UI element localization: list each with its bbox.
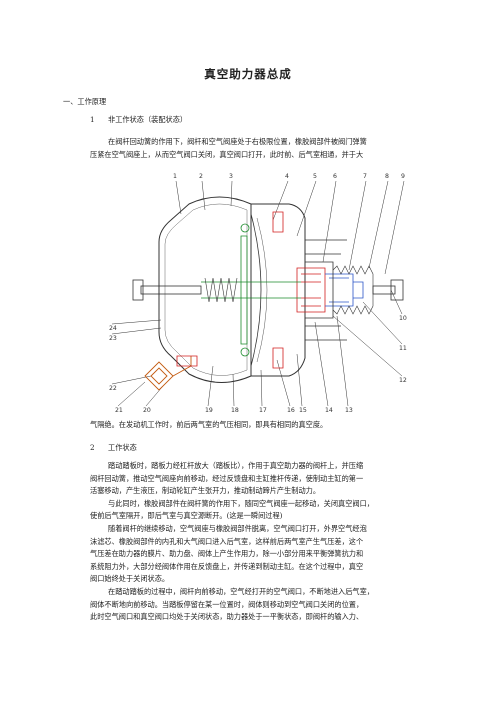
- callout-leader: [332, 315, 403, 377]
- text-line: 随着阀杆的继续移动，空气阀座与橡胶阀部件脱离，空气阀口打开，外界空气经泡: [108, 523, 367, 533]
- text-line: 在阀杆回动簧的作用下，阀杆和空气阀座处于右极限位置，橡胶阀部件被阀门弹簧: [108, 137, 367, 146]
- page-title: 真空助力器总成: [204, 67, 292, 81]
- callout-leader: [111, 375, 152, 385]
- section-red: [272, 211, 326, 369]
- paragraph-working: 踏动踏板时，踏板力经杠杆放大（踏板比），作用于真空助力器的阀杆上，并压缩 阀杆回…: [90, 460, 428, 624]
- callout-leader: [384, 180, 405, 275]
- paragraph-non-working: 在阀杆回动簧的作用下，阀杆和空气阀座处于右极限位置，橡胶阀部件被阀门弹簧 压紧在…: [90, 136, 428, 161]
- front-shell-inner: [164, 203, 248, 376]
- callout-leader: [111, 319, 162, 325]
- callout-number: 14: [325, 407, 333, 414]
- callout-leader: [111, 327, 162, 335]
- callout-number: 22: [109, 385, 117, 392]
- text-line: 使前后气室隔开，即后气室与真空源断开。(这是一瞬间过程): [90, 511, 283, 521]
- check-valve-red: [176, 355, 198, 367]
- section-heading: 一、工作原理: [63, 97, 107, 106]
- callout-number: 4: [285, 173, 289, 180]
- text-line: 与此同时，橡胶阀部件在阀杆簧的作用下，随同空气阀座一起移动，关闭真空阀口，: [108, 498, 374, 508]
- callout-leader: [348, 180, 367, 271]
- callout-number: 5: [313, 173, 317, 180]
- callout-number: 13: [345, 407, 353, 414]
- callout-number: 20: [143, 407, 151, 414]
- callout-leader: [368, 180, 389, 269]
- text-line: 压紧在空气阀座上，从而空气阀口关闭，真空阀口打开，此时前、后气室相通，并于大: [90, 149, 364, 159]
- callout-leader: [260, 369, 263, 407]
- callout-leader: [336, 315, 349, 407]
- subsection-heading-1: 1 非工作状态（装配状态）: [90, 115, 187, 125]
- paragraph-continuation: 气隔绝。在发动机工作时，前后两气室的气压相同，即具有相同的真空度。: [90, 419, 428, 432]
- text-line: 此时空气阀口和真空阀口均处于关闭状态，助力器处于一平衡状态，即阀杆的输入力、: [90, 612, 364, 622]
- callout-number: 19: [205, 407, 213, 414]
- text-line: 沫滤芯、橡胶阀部件的内孔和大气阀口进入后气室，这样前后两气室产生气压差，这个: [90, 536, 364, 546]
- callout-number: 6: [333, 173, 337, 180]
- callout-number: 18: [231, 407, 239, 414]
- text-line: 踏动踏板时，踏板力经杠杆放大（踏板比），作用于真空助力器的阀杆上，并压缩: [108, 461, 364, 470]
- callout-leader: [276, 359, 291, 407]
- clevis: [390, 279, 404, 301]
- callout-number: 9: [401, 173, 405, 180]
- callout-number: 3: [229, 173, 233, 180]
- section-blue: [325, 273, 364, 307]
- callout-number: 24: [109, 325, 117, 332]
- subsection-label: 非工作状态（装配状态）: [108, 115, 188, 124]
- subsection-label: 工作状态: [108, 443, 137, 452]
- valve-body: [305, 261, 334, 319]
- text-line: 系统阻力外，大部分经阀体作用在反馈盘上，并传递到制动主缸。在这个过程中，真空: [90, 561, 364, 571]
- callout-number: 10: [399, 315, 407, 322]
- text-line: 阀体不断地向前移动。当踏板停留在某一位置时，阀体则移动到空气阀口关闭的位置，: [90, 599, 364, 609]
- callout-number: 15: [299, 407, 307, 414]
- callout-leader: [296, 353, 303, 407]
- callout-leader: [296, 180, 317, 237]
- check-valve: [144, 356, 192, 391]
- callout-number: 23: [109, 335, 117, 342]
- front-shell: [158, 196, 252, 384]
- leader-lines: [111, 180, 405, 407]
- callout-leader: [322, 180, 337, 263]
- mounting-studs: [305, 239, 347, 341]
- text-line: 气隔绝。在发动机工作时，前后两气室的气压相同，即具有相同的真空度。: [90, 420, 328, 429]
- text-line: 阀口始终处于关闭状态。: [90, 574, 170, 584]
- callout-leader: [207, 365, 214, 407]
- callout-number: 12: [399, 377, 407, 384]
- section-green: [201, 223, 301, 357]
- callout-number: 1: [173, 173, 177, 180]
- input-rod: [372, 285, 396, 295]
- text-line: 在踏动踏板的过程中，阀杆向前移动，空气经打开的空气阀口，不断地进入后气室，: [108, 586, 374, 596]
- callout-leader: [230, 180, 233, 207]
- callout-leader: [175, 180, 182, 215]
- rear-shell: [251, 203, 306, 377]
- subsection-number: 2: [90, 443, 95, 452]
- subsection-heading-2: 2 工作状态: [90, 443, 137, 453]
- diaphragm: [250, 213, 262, 367]
- callout-leader: [201, 180, 206, 211]
- callout-leader: [117, 381, 146, 407]
- text-line: 阀杆回动簧，推动空气阀座向前移动，经过反馈盘和主缸推杆传递，使制动主缸的第一: [90, 473, 364, 483]
- callout-number: 16: [287, 407, 295, 414]
- push-rod: [140, 285, 202, 295]
- diaphragm-2: [256, 217, 268, 363]
- callout-leader: [362, 301, 403, 345]
- text-line: 气压差在助力器的膜片、助力盘、阀体上产生作用力，除一小部分用来平衡弹簧抗力和: [90, 549, 364, 559]
- callout-leader: [232, 373, 235, 407]
- subsection-number: 1: [90, 115, 95, 124]
- callout-number: 11: [399, 345, 407, 352]
- master-piston: [132, 279, 144, 301]
- callout-leader: [314, 321, 329, 407]
- callout-leader: [272, 180, 289, 221]
- callout-number: 21: [115, 407, 123, 414]
- callout-number: 17: [259, 407, 267, 414]
- callout-number: 8: [385, 173, 389, 180]
- callout-number: 7: [363, 173, 367, 180]
- return-spring: [204, 277, 238, 303]
- callout-number: 2: [199, 173, 203, 180]
- text-line: 活塞移动，产生液压，制动轮缸产生张开力，推动制动蹄片产生制动力。: [90, 486, 321, 496]
